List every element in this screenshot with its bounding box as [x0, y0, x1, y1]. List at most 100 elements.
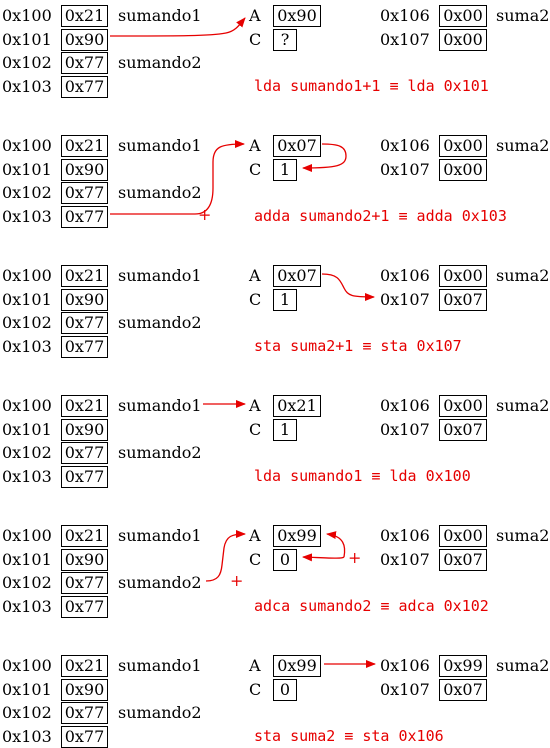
- register-a-cell: 0x99: [273, 655, 321, 677]
- register-c-label: C: [249, 29, 262, 49]
- out-variable-label: suma2: [496, 136, 550, 155]
- mem-address: 0x102: [2, 183, 52, 202]
- carry-plus-sign: +: [348, 548, 362, 567]
- out-address: 0x107: [380, 549, 430, 569]
- out-value-cell: 0x00: [439, 525, 487, 547]
- mem-address: 0x101: [2, 419, 52, 439]
- register-a-label: A: [249, 656, 261, 675]
- register-c-label: C: [249, 159, 262, 179]
- out-address: 0x107: [380, 29, 430, 49]
- mem-value-cell: 0x90: [61, 548, 108, 571]
- register-a-cell: 0x90: [273, 5, 321, 27]
- out-value-cell: 0x00: [439, 158, 487, 181]
- register-c-cell: ?: [273, 28, 297, 51]
- instruction-text: adda sumando2+1 ≡ adda 0x103: [254, 207, 507, 225]
- register-c-cell: 1: [273, 288, 297, 311]
- register-c-cell: 0: [273, 548, 297, 571]
- out-address: 0x106: [380, 526, 430, 545]
- mem-value-cell: 0x21: [61, 395, 108, 417]
- mem-address: 0x103: [2, 466, 52, 486]
- mem-variable-label: sumando1: [118, 526, 202, 545]
- register-a-cell: 0x07: [273, 265, 321, 287]
- mem-value-cell: 0x77: [61, 335, 108, 358]
- mem-address: 0x102: [2, 443, 52, 462]
- mem-address: 0x101: [2, 679, 52, 699]
- mem-variable-label: sumando2: [118, 573, 202, 592]
- mem-address: 0x100: [2, 526, 52, 545]
- out-value-cell: 0x07: [439, 548, 487, 571]
- mem-value-cell: 0x21: [61, 5, 108, 27]
- register-c-label: C: [249, 679, 262, 699]
- mem-value-cell: 0x77: [61, 725, 108, 748]
- mem-address: 0x102: [2, 703, 52, 722]
- mem-address: 0x100: [2, 136, 52, 155]
- mem-address: 0x103: [2, 206, 52, 226]
- register-c-cell: 0: [273, 678, 297, 701]
- mem-value-cell: 0x90: [61, 28, 108, 51]
- mem-address: 0x101: [2, 29, 52, 49]
- out-variable-label: suma2: [496, 396, 550, 415]
- register-c-label: C: [249, 549, 262, 569]
- instruction-text: sta suma2+1 ≡ sta 0x107: [254, 337, 462, 355]
- mem-address: 0x100: [2, 6, 52, 25]
- instruction-text: lda sumando1 ≡ lda 0x100: [254, 467, 471, 485]
- mem-value-cell: 0x77: [61, 702, 108, 724]
- out-address: 0x107: [380, 679, 430, 699]
- out-variable-label: suma2: [496, 656, 550, 675]
- mem-variable-label: sumando1: [118, 136, 202, 155]
- register-a-label: A: [249, 136, 261, 155]
- register-a-cell: 0x21: [273, 395, 321, 417]
- out-address: 0x106: [380, 6, 430, 25]
- register-c-label: C: [249, 419, 262, 439]
- out-value-cell: 0x00: [439, 395, 487, 417]
- instruction-text: lda sumando1+1 ≡ lda 0x101: [254, 77, 489, 95]
- register-c-cell: 1: [273, 418, 297, 441]
- register-a-cell: 0x07: [273, 135, 321, 157]
- out-value-cell: 0x07: [439, 288, 487, 311]
- out-address: 0x107: [380, 419, 430, 439]
- mem-value-cell: 0x90: [61, 158, 108, 181]
- out-address: 0x106: [380, 396, 430, 415]
- mem-variable-label: sumando2: [118, 53, 202, 72]
- mem-variable-label: sumando1: [118, 656, 202, 675]
- mem-address: 0x103: [2, 336, 52, 356]
- mem-variable-label: sumando2: [118, 443, 202, 462]
- out-address: 0x106: [380, 136, 430, 155]
- mem-variable-label: sumando2: [118, 313, 202, 332]
- mem-variable-label: sumando2: [118, 703, 202, 722]
- mem-address: 0x100: [2, 396, 52, 415]
- mem-value-cell: 0x77: [61, 182, 108, 204]
- out-value-cell: 0x00: [439, 5, 487, 27]
- register-c-label: C: [249, 289, 262, 309]
- mem-value-cell: 0x21: [61, 135, 108, 157]
- mem-variable-label: sumando2: [118, 183, 202, 202]
- out-address: 0x106: [380, 266, 430, 285]
- mem-address: 0x101: [2, 289, 52, 309]
- register-a-label: A: [249, 396, 261, 415]
- out-value-cell: 0x99: [439, 655, 487, 677]
- mem-value-cell: 0x77: [61, 312, 108, 334]
- mem-value-cell: 0x77: [61, 465, 108, 488]
- register-c-cell: 1: [273, 158, 297, 181]
- out-variable-label: suma2: [496, 6, 550, 25]
- mem-value-cell: 0x21: [61, 525, 108, 547]
- mem-value-cell: 0x90: [61, 418, 108, 441]
- mem-variable-label: sumando1: [118, 396, 202, 415]
- mem-value-cell: 0x21: [61, 265, 108, 287]
- mem-address: 0x100: [2, 656, 52, 675]
- out-value-cell: 0x00: [439, 28, 487, 51]
- mem-address: 0x103: [2, 76, 52, 96]
- mem-value-cell: 0x77: [61, 595, 108, 618]
- mem-address: 0x101: [2, 159, 52, 179]
- mem-value-cell: 0x77: [61, 572, 108, 594]
- out-value-cell: 0x00: [439, 135, 487, 157]
- mem-value-cell: 0x21: [61, 655, 108, 677]
- mem-variable-label: sumando1: [118, 6, 202, 25]
- out-value-cell: 0x07: [439, 678, 487, 701]
- register-a-label: A: [249, 6, 261, 25]
- carry-plus-sign: +: [230, 571, 244, 590]
- out-variable-label: suma2: [496, 266, 550, 285]
- mem-address: 0x102: [2, 573, 52, 592]
- mem-address: 0x102: [2, 53, 52, 72]
